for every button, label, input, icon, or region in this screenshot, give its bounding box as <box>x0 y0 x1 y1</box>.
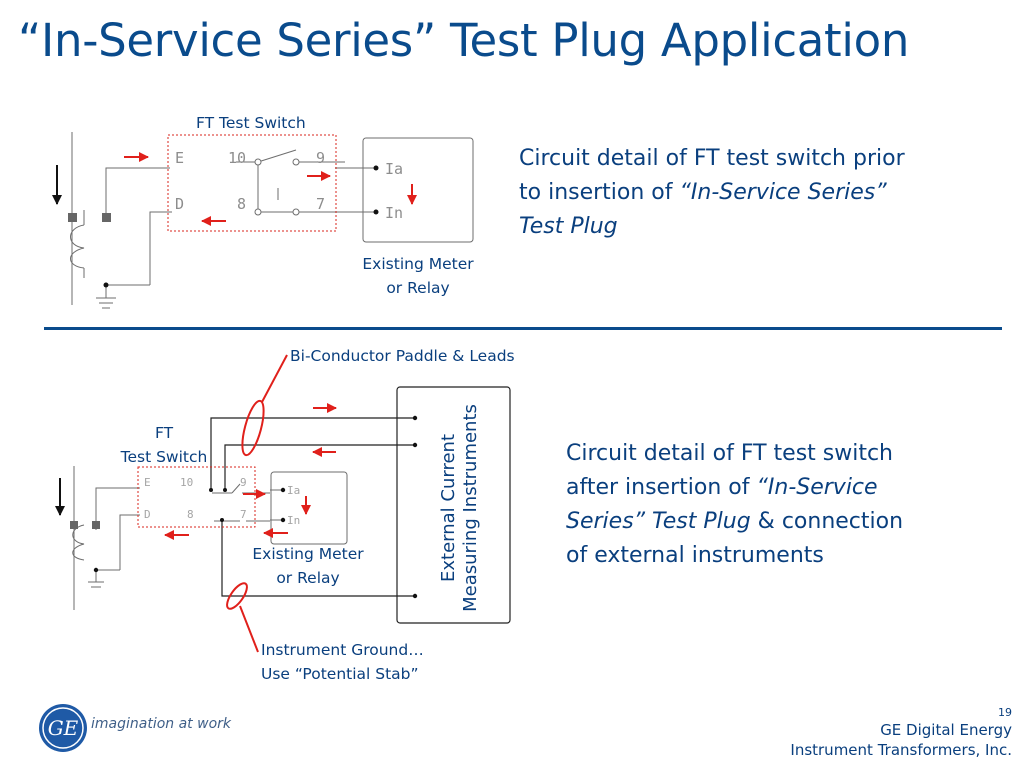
terminal-9: 9 <box>316 149 325 167</box>
instrument-box: External Current Measuring Instruments <box>411 392 509 624</box>
slide-number: 19 <box>998 706 1012 719</box>
bottom-terminal-labels: E 10 9 D 8 7 Ia In <box>144 476 300 527</box>
ground-label: Instrument Ground… Use “Potential Stab” <box>261 641 424 683</box>
svg-text:7: 7 <box>240 508 247 521</box>
svg-text:D: D <box>144 508 151 521</box>
terminal-D: D <box>175 195 184 213</box>
bottom-switch-box <box>137 466 256 528</box>
top-terminal-labels: E 10 9 D 8 7 Ia In <box>175 149 403 222</box>
instrument-box-outline <box>396 386 511 624</box>
svg-text:Ia: Ia <box>287 484 300 497</box>
top-red-arrows <box>124 152 417 226</box>
terminal-In: In <box>385 204 403 222</box>
tagline: imagination at work <box>91 716 231 732</box>
top-description: Circuit detail of FT test switch prior t… <box>519 146 905 239</box>
top-switch-label: FT Test Switch <box>196 114 306 132</box>
svg-text:10: 10 <box>180 476 193 489</box>
bottom-dots <box>70 415 418 599</box>
top-meter-label: Existing Meter or Relay <box>362 255 474 297</box>
ge-logo: GE <box>39 704 87 752</box>
callout-markers <box>226 354 288 653</box>
svg-text:GE: GE <box>48 716 79 740</box>
footer-info: 19 GE Digital Energy Instrument Transfor… <box>790 706 1012 760</box>
slide-title: “In-Service Series” Test Plug Applicatio… <box>18 14 910 67</box>
bottom-meter-label: Existing Meter or Relay <box>252 545 364 587</box>
section-divider <box>44 327 1002 330</box>
terminal-Ia: Ia <box>385 160 403 178</box>
footer-company: GE Digital Energy <box>880 721 1012 739</box>
instrument-box-label: External Current Measuring Instruments <box>438 404 482 612</box>
bottom-description: Circuit detail of FT test switch after i… <box>566 441 904 568</box>
top-hollow-contacts <box>254 158 300 216</box>
svg-text:In: In <box>287 514 300 527</box>
paddle-label: Bi-Conductor Paddle & Leads <box>290 347 515 365</box>
terminal-7: 7 <box>316 195 325 213</box>
footer-division: Instrument Transformers, Inc. <box>790 741 1012 759</box>
bottom-leads <box>210 386 511 624</box>
top-dots <box>68 165 379 288</box>
svg-text:E: E <box>144 476 151 489</box>
terminal-E: E <box>175 149 184 167</box>
bottom-red-arrows <box>164 403 337 540</box>
svg-text:9: 9 <box>240 476 247 489</box>
terminal-8: 8 <box>237 195 246 213</box>
bottom-switch-label: FT Test Switch <box>120 424 208 466</box>
top-switch-box <box>167 134 337 232</box>
svg-text:8: 8 <box>187 508 194 521</box>
terminal-10: 10 <box>228 149 246 167</box>
